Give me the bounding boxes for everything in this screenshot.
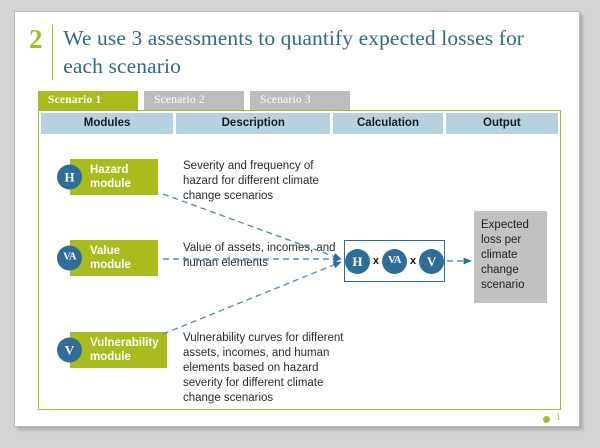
description-hazard: Severity and frequency of hazard for dif… (183, 160, 319, 202)
tab-scenario-2[interactable]: Scenario 2 (144, 91, 244, 110)
module-label-vulnerability: Vulnerability module (90, 337, 159, 363)
column-header-calculation: Calculation (333, 113, 443, 134)
calc-operator-1: x (372, 255, 379, 267)
slide-number: 2 (29, 24, 43, 54)
footer-page-number: 1 (556, 412, 561, 422)
column-header-row: Modules Description Calculation Output (41, 113, 559, 134)
hazard-badge-icon: H (57, 164, 82, 190)
scenario-tabs: Scenario 1 Scenario 2 Scenario 3 (38, 91, 350, 110)
calc-badge-hazard-icon: H (344, 248, 370, 274)
slide-canvas: 2 We use 3 assessments to quantify expec… (14, 11, 580, 427)
description-value: Value of assets, incomes, and human elem… (183, 242, 336, 269)
calculation-formula-box: H x VA x V (344, 240, 445, 282)
calc-badge-value-icon: VA (382, 248, 407, 274)
description-vulnerability: Vulnerability curves for different asset… (183, 332, 344, 404)
title-divider (51, 25, 54, 81)
page-title: We use 3 assessments to quantify expecte… (63, 26, 525, 78)
module-box-value[interactable]: VA Value module (57, 240, 158, 276)
column-header-modules: Modules (41, 113, 174, 134)
module-label-value: Value module (90, 245, 131, 271)
module-label-hazard: Hazard module (90, 164, 131, 190)
value-badge-icon: VA (57, 245, 82, 271)
calc-badge-vulnerability-icon: V (419, 248, 445, 274)
calc-operator-2: x (410, 255, 417, 267)
column-header-description: Description (176, 113, 331, 134)
slide-title-block: 2 We use 3 assessments to quantify expec… (29, 24, 569, 81)
output-result-box: Expected loss per climate change scenari… (474, 211, 547, 303)
module-box-hazard[interactable]: H Hazard module (57, 159, 158, 195)
tab-scenario-3[interactable]: Scenario 3 (250, 91, 350, 110)
footer-bullet-icon (543, 416, 550, 423)
tab-scenario-1[interactable]: Scenario 1 (38, 91, 138, 110)
column-header-output: Output (445, 113, 559, 134)
vulnerability-badge-icon: V (57, 337, 82, 363)
module-box-vulnerability[interactable]: V Vulnerability module (57, 332, 167, 368)
